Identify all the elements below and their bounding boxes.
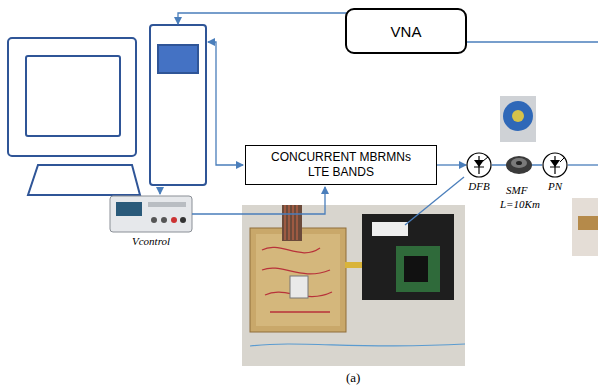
annotation-label: SMF — [506, 184, 527, 196]
setup-photo — [242, 205, 465, 366]
process-box: VNA — [345, 8, 467, 54]
annotation-label: L=10Km — [500, 198, 540, 210]
voltage-source — [110, 196, 192, 232]
process-box: CONCURRENT MBRMNs LTE BANDS — [245, 145, 437, 185]
annotation-label: Vcontrol — [132, 235, 170, 247]
component-circle: DFB — [466, 152, 492, 178]
signal-connector — [437, 164, 466, 165]
fiber-spool — [506, 156, 532, 174]
control-wire — [192, 187, 325, 214]
component-circle: PN — [542, 152, 568, 178]
computer-icon — [8, 25, 206, 195]
box-label: CONCURRENT MBRMNs LTE BANDS — [261, 150, 421, 180]
box-label: VNA — [391, 23, 422, 40]
component-label: DFB — [468, 180, 489, 192]
component-label: PN — [548, 180, 562, 192]
figure-caption: (a) — [346, 370, 360, 386]
circle-outline — [542, 152, 568, 178]
photodiode-photo — [500, 96, 536, 142]
device-photo — [572, 198, 598, 256]
circle-outline — [466, 152, 492, 178]
